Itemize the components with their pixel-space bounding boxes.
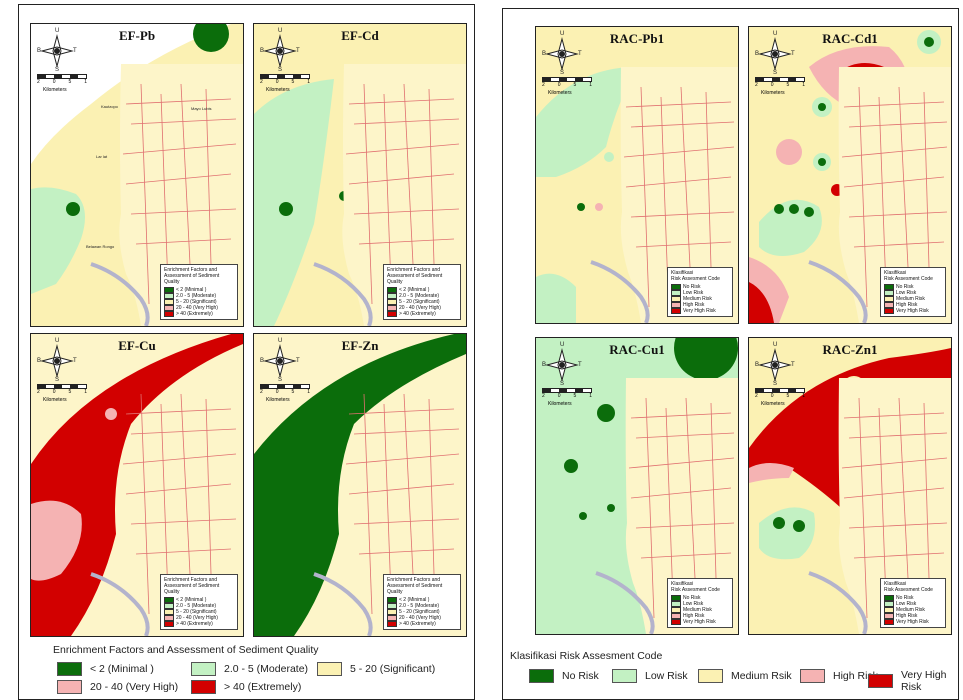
legend-item: 5 - 20 (Significant) bbox=[317, 662, 435, 676]
inset-legend: Klasifikasi Risk Assesment Code No Risk … bbox=[667, 267, 733, 317]
compass-rose-icon: U S T B bbox=[37, 338, 77, 383]
legend-item: Very High Risk bbox=[868, 669, 955, 693]
inset-legend: Klasifikasi Risk Assesment Code No Risk … bbox=[667, 578, 733, 628]
legend-item: > 40 (Extremely) bbox=[191, 680, 301, 694]
legend-item: 20 - 40 (Very High) bbox=[57, 680, 178, 694]
inset-legend: Klasifikasi Risk Assesment Code No Risk … bbox=[880, 578, 946, 628]
inset-legend: Klasifikasi Risk Assesment Code No Risk … bbox=[880, 267, 946, 317]
map-rac-cu1-canvas bbox=[536, 338, 738, 634]
compass-n: U bbox=[55, 28, 60, 34]
map-title: EF-Pb bbox=[118, 28, 156, 43]
legend-item: < 2 (Minimal ) bbox=[57, 662, 154, 676]
right-main-legend: Klasifikasi Risk Assesment Code No Risk … bbox=[510, 650, 955, 695]
left-main-legend: Enrichment Factors and Assessment of Sed… bbox=[53, 644, 468, 696]
compass-w: B bbox=[37, 48, 42, 54]
legend-item: 2.0 - 5 (Moderate) bbox=[191, 662, 308, 676]
legend-item: Medium Rsik bbox=[698, 669, 792, 683]
inset-legend: Enrichment Factors and Assessment of Sed… bbox=[160, 264, 238, 320]
map-title: RAC-Cd1 bbox=[822, 31, 878, 46]
compass-rose-icon: U S T B bbox=[755, 342, 795, 387]
legend-item: No Risk bbox=[529, 669, 599, 683]
inset-legend: Enrichment Factors and Assessment of Sed… bbox=[383, 574, 461, 630]
map-title: RAC-Cu1 bbox=[609, 342, 665, 357]
legend-item: Low Risk bbox=[612, 669, 688, 683]
compass-rose-icon: U S T B bbox=[755, 31, 795, 76]
map-title: EF-Zn bbox=[341, 338, 379, 353]
map-title: RAC-Pb1 bbox=[609, 31, 665, 46]
legend-item: High Risk bbox=[800, 669, 878, 683]
compass-rose-icon: U S T B bbox=[542, 31, 582, 76]
map-title: RAC-Zn1 bbox=[822, 342, 878, 357]
compass-rose-icon: U S T B bbox=[260, 28, 300, 73]
compass-rose-icon: U S T B bbox=[260, 338, 300, 383]
map-title: EF-Cu bbox=[118, 338, 156, 353]
compass-s: S bbox=[55, 67, 60, 73]
compass-rose-icon: U S T B bbox=[37, 28, 77, 74]
map-title: EF-Cd bbox=[341, 28, 379, 43]
compass-e: T bbox=[73, 48, 77, 54]
legend-title: Klasifikasi Risk Assesment Code bbox=[510, 650, 663, 662]
compass-rose-icon: U S T B bbox=[542, 342, 582, 387]
legend-title: Enrichment Factors and Assessment of Sed… bbox=[53, 644, 319, 656]
inset-legend: Enrichment Factors and Assessment of Sed… bbox=[383, 264, 461, 320]
inset-legend: Enrichment Factors and Assessment of Sed… bbox=[160, 574, 238, 630]
